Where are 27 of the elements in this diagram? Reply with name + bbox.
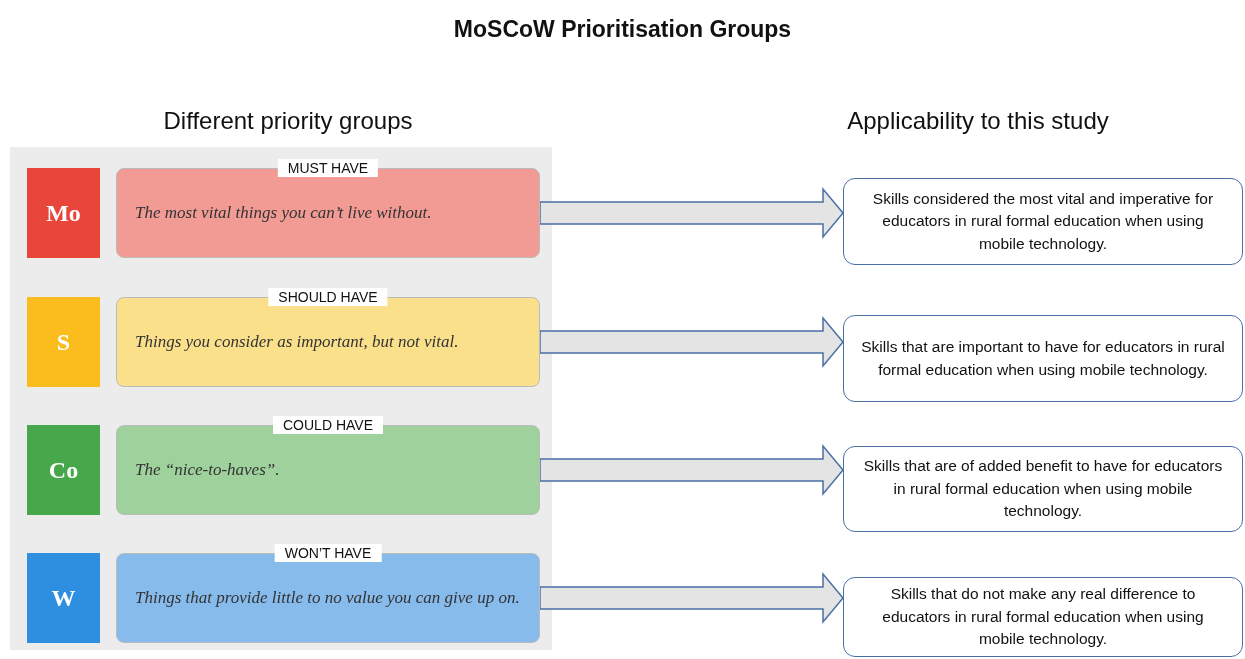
priority-letter-tile: S <box>27 297 100 387</box>
description-text: Skills that do not make any real difference to educators in rural formal education when using mobile technology. <box>881 584 1205 650</box>
description-box <box>843 577 1243 657</box>
description-text: Skills that are important to have for educators in rural formal education when using mobile technology. <box>860 337 1226 380</box>
column-heading: Different priority groups <box>163 107 413 135</box>
title: MoSCoW Prioritisation Groups <box>452 16 793 43</box>
block-arrow <box>539 571 844 625</box>
block-arrow <box>539 186 844 240</box>
block-arrow <box>539 315 844 369</box>
priority-description: Things that provide little to no value you can give up on. <box>135 588 521 608</box>
priority-heading: COULD HAVE <box>273 416 383 434</box>
priority-letter-tile: Mo <box>27 168 100 258</box>
description-text: Skills that are of added benefit to have for educators in rural formal education when using mobile technology. <box>862 456 1224 522</box>
priority-heading: MUST HAVE <box>277 159 379 177</box>
description-text: Skills considered the most vital and imperative for educators in rural formal education when using mobile technology. <box>871 188 1215 254</box>
priority-letter-tile: W <box>27 553 100 643</box>
priority-description: Things you consider as important, but not vital. <box>135 332 460 352</box>
description-box <box>843 446 1243 532</box>
column-heading: Applicability to this study <box>847 107 1109 135</box>
priority-heading: WON’T HAVE <box>274 544 382 562</box>
priority-letter-tile: Co <box>27 425 100 515</box>
description-box <box>843 178 1243 265</box>
block-arrow <box>539 443 844 497</box>
priority-heading: SHOULD HAVE <box>268 288 388 306</box>
priority-description: The most vital things you can’t live without. <box>135 203 433 223</box>
description-box <box>843 315 1243 402</box>
priority-description: The “nice-to-haves”. <box>135 460 281 480</box>
